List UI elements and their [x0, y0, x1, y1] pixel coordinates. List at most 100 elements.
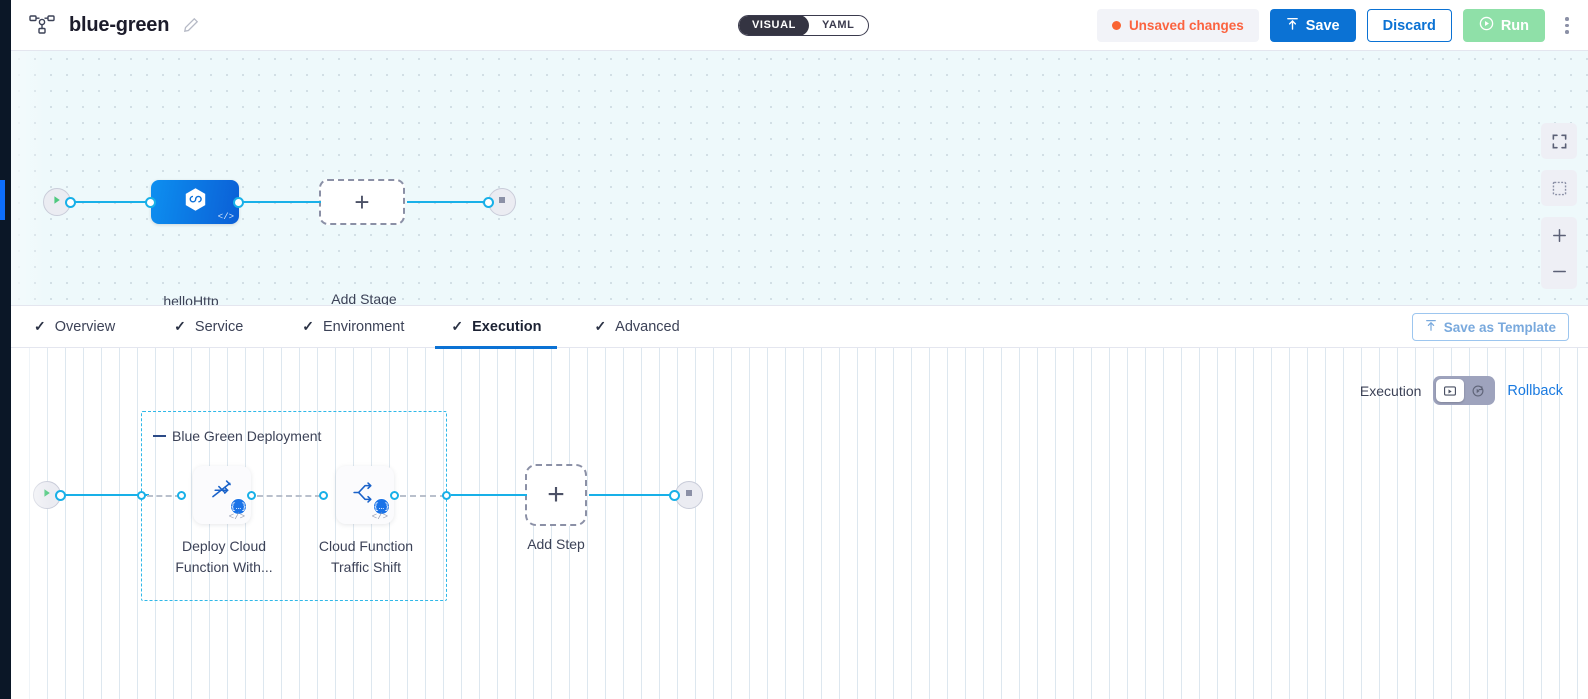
save-as-template-button[interactable]: Save as Template — [1411, 313, 1569, 341]
fit-to-screen-icon[interactable] — [1541, 170, 1577, 206]
execution-start-port[interactable] — [55, 490, 66, 501]
add-stage-label: Add Stage — [331, 291, 397, 305]
execution-dash-1 — [147, 495, 181, 497]
discard-button[interactable]: Discard — [1366, 9, 1452, 42]
unsaved-changes-badge: Unsaved changes — [1096, 9, 1259, 42]
unsaved-changes-label: Unsaved changes — [1128, 18, 1244, 33]
view-mode-yaml[interactable]: YAML — [821, 19, 855, 31]
check-icon: ✓ — [302, 318, 314, 334]
plus-icon[interactable] — [1541, 217, 1577, 253]
execution-step-2-label: Cloud Function Traffic Shift — [318, 538, 414, 575]
execution-dash-3 — [400, 495, 446, 497]
add-step-button[interactable]: + — [525, 464, 587, 526]
stop-icon — [683, 486, 695, 504]
tab-execution[interactable]: ✓ Execution — [435, 305, 558, 349]
tab-advanced[interactable]: ✓ Advanced — [592, 305, 681, 348]
stage-wire-2 — [241, 201, 321, 203]
execution-step-traffic-shift[interactable]: {…} </> — [336, 466, 394, 524]
execution-controls-label: Execution — [1359, 382, 1422, 399]
plus-icon: + — [547, 478, 565, 511]
save-button[interactable]: Save — [1269, 9, 1356, 42]
execution-mode-toggle[interactable] — [1433, 376, 1496, 405]
tab-environment[interactable]: ✓ Environment — [300, 305, 406, 348]
check-icon: ✓ — [594, 318, 607, 334]
group-out-port[interactable] — [442, 491, 451, 500]
stage-node-hellohttp[interactable]: </> — [151, 180, 239, 224]
traffic-shift-icon — [350, 477, 381, 513]
execution-canvas[interactable]: Blue Green Deployment {…} </> Deploy Clo… — [11, 348, 1588, 699]
cloud-function-icon — [182, 186, 209, 218]
step-runtime-badge: {…} — [373, 498, 390, 515]
execution-wire-1 — [63, 494, 149, 496]
step-runtime-badge: {…} — [230, 498, 247, 515]
code-indicator: </> — [228, 512, 245, 522]
group-in-port[interactable] — [137, 491, 146, 500]
tab-service[interactable]: ✓ Service — [172, 305, 245, 348]
stage-wire-1 — [73, 201, 149, 203]
check-icon: ✓ — [34, 318, 46, 334]
rollback-execution-icon[interactable] — [1464, 379, 1492, 402]
minus-icon[interactable] — [1541, 253, 1577, 289]
canvas-left-fade — [11, 51, 45, 305]
step-group-title-label: Blue Green Deployment — [172, 428, 322, 444]
page-title: blue-green — [69, 13, 170, 36]
view-mode-toggle[interactable]: VISUAL YAML — [738, 15, 869, 36]
step-group-blue-green-deployment[interactable] — [141, 411, 447, 601]
run-button-label: Run — [1500, 17, 1529, 34]
execution-wire-2 — [451, 494, 527, 496]
stage-node-label: helloHttp — [163, 293, 219, 305]
stage-end-node[interactable] — [488, 188, 516, 216]
canvas-fit-group — [1541, 170, 1577, 206]
stage-start-port[interactable] — [65, 197, 76, 208]
execution-step-deploy-cloud-function[interactable]: {…} </> — [193, 466, 251, 524]
pencil-icon[interactable] — [183, 17, 199, 33]
tab-execution-label: Execution — [472, 318, 542, 335]
step-2-out-port[interactable] — [390, 491, 399, 500]
add-stage-button[interactable]: + — [319, 179, 405, 225]
top-bar: blue-green VISUAL YAML Unsaved changes — [11, 0, 1588, 51]
stage-node-out-port[interactable] — [233, 197, 244, 208]
step-1-out-port[interactable] — [247, 491, 256, 500]
rail-active-indicator — [0, 180, 5, 220]
play-circle-icon — [1479, 16, 1494, 35]
code-indicator: </> — [217, 212, 234, 222]
view-mode-visual[interactable]: VISUAL — [739, 16, 809, 35]
tab-service-label: Service — [194, 318, 244, 335]
fullscreen-icon[interactable] — [1541, 123, 1577, 159]
stage-canvas[interactable]: </> helloHttp + Add Stage — [11, 51, 1588, 305]
top-bar-actions: Unsaved changes Save Discard — [1096, 9, 1578, 42]
run-button[interactable]: Run — [1462, 9, 1545, 42]
plus-icon: + — [354, 186, 370, 217]
tab-overview-label: Overview — [54, 318, 116, 335]
discard-button-label: Discard — [1382, 17, 1436, 34]
stage-wire-3 — [407, 201, 491, 203]
upload-icon — [1425, 319, 1437, 335]
step-1-in-port[interactable] — [177, 491, 186, 500]
save-as-template-label: Save as Template — [1443, 319, 1556, 335]
step-group-title: Blue Green Deployment — [153, 428, 321, 444]
tab-advanced-label: Advanced — [615, 318, 680, 335]
step-2-in-port[interactable] — [319, 491, 328, 500]
deploy-function-icon — [207, 477, 238, 513]
stage-node-in-port[interactable] — [145, 197, 156, 208]
save-button-label: Save — [1305, 17, 1340, 34]
pipeline-icon — [29, 14, 55, 36]
check-icon: ✓ — [451, 318, 464, 334]
execution-controls: Execution Rollback — [1360, 376, 1563, 405]
play-icon — [51, 193, 63, 211]
collapse-icon[interactable] — [153, 435, 166, 437]
stage-end-port[interactable] — [483, 197, 494, 208]
canvas-view-group — [1541, 123, 1577, 159]
config-tabs: ✓ Overview ✓ Service ✓ Environment ✓ Exe… — [11, 305, 1588, 349]
canvas-controls — [1541, 123, 1577, 300]
pipeline-identity: blue-green — [11, 14, 199, 37]
rollback-link[interactable]: Rollback — [1507, 382, 1563, 399]
add-step-label: Add Step — [527, 536, 585, 552]
kebab-menu-icon[interactable] — [1556, 11, 1578, 41]
execution-end-port[interactable] — [669, 490, 680, 501]
normal-execution-icon[interactable] — [1436, 379, 1465, 402]
upload-icon — [1286, 17, 1299, 35]
tab-overview[interactable]: ✓ Overview — [32, 305, 117, 348]
unsaved-dot-icon — [1111, 21, 1121, 30]
